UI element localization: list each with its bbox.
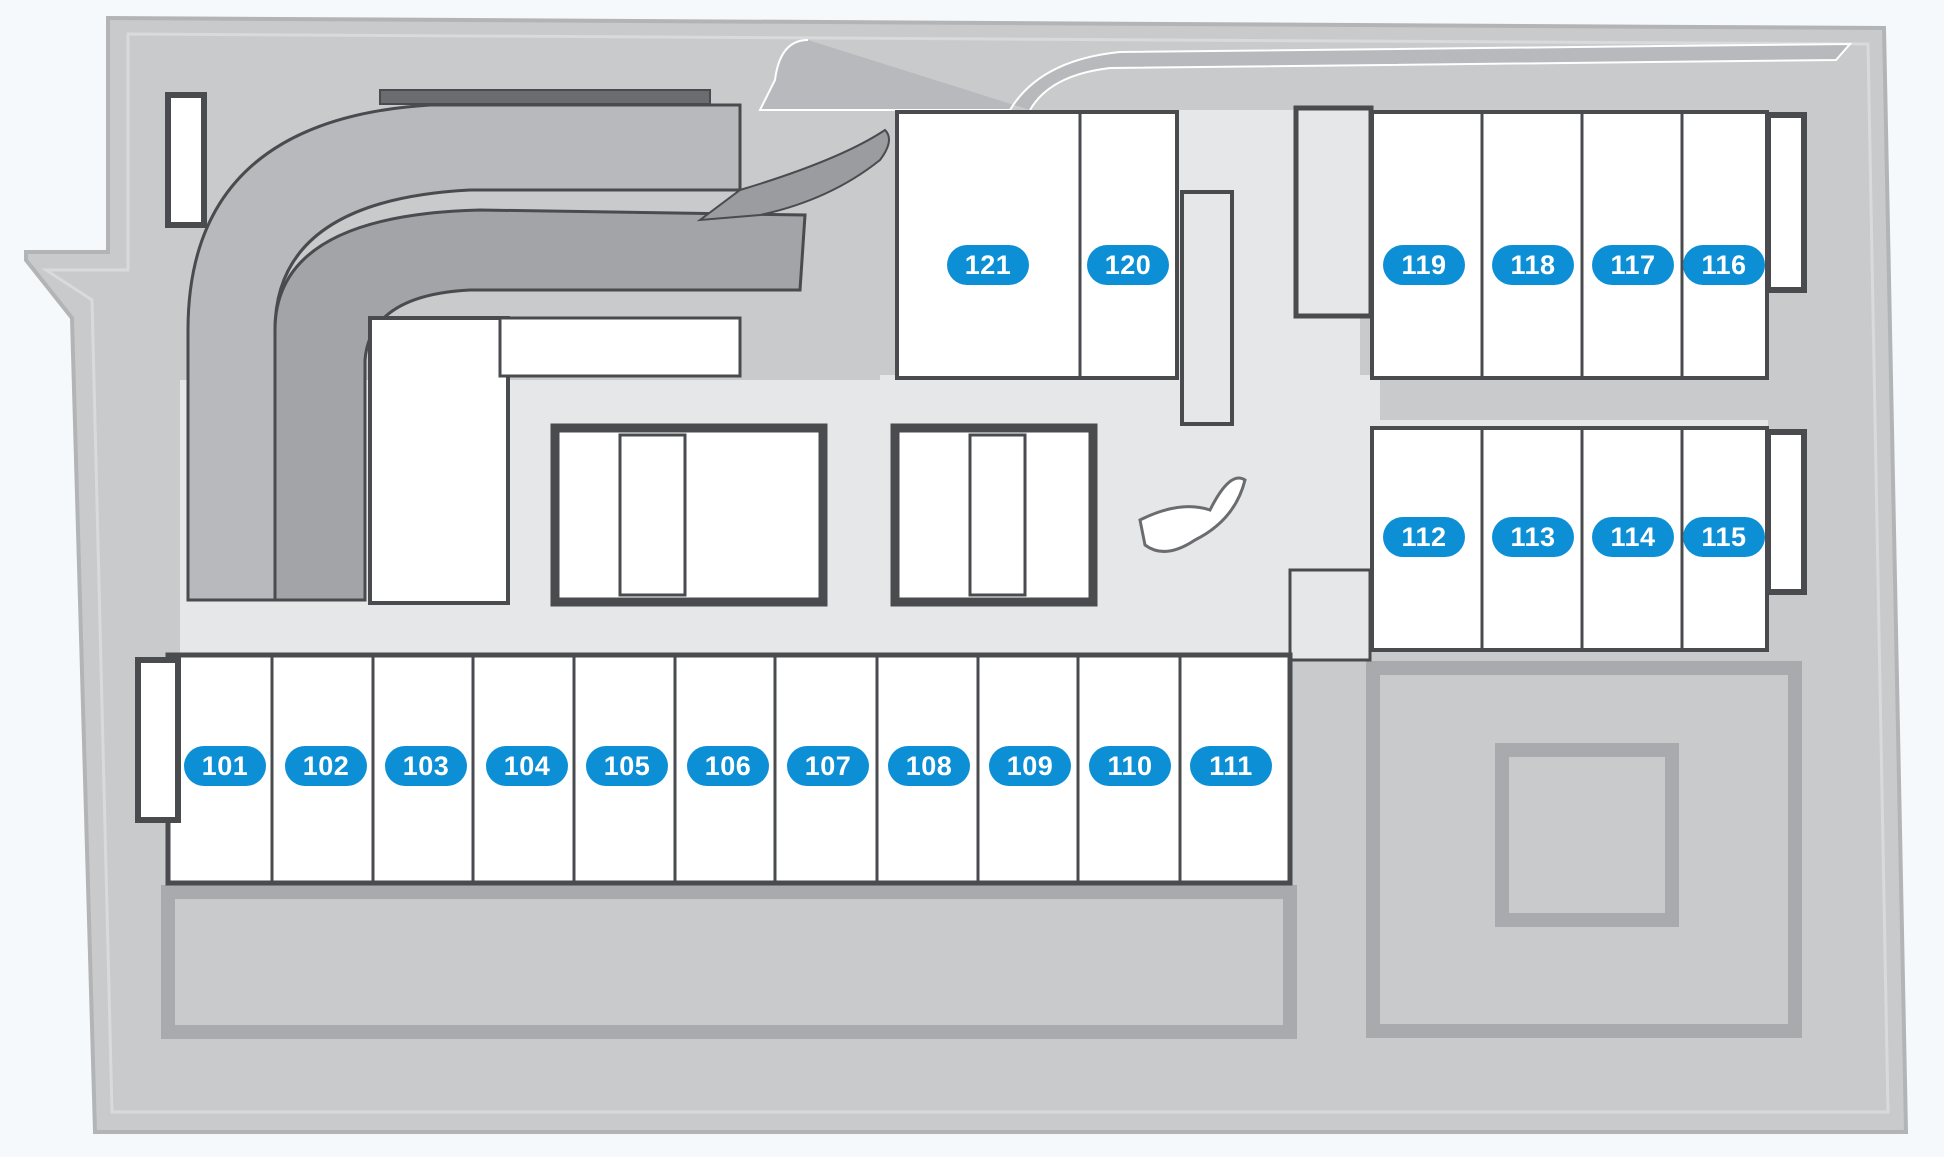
vestibule-east — [1288, 568, 1372, 662]
lounge-bench — [1138, 476, 1247, 553]
unit-101-label[interactable]: 101 — [184, 746, 266, 786]
unit-107-label[interactable]: 107 — [787, 746, 869, 786]
unit-110-label[interactable]: 110 — [1089, 746, 1171, 786]
unit-113-label[interactable]: 113 — [1492, 517, 1574, 557]
unit-109-label[interactable]: 109 — [989, 746, 1071, 786]
site-inner-edge — [40, 32, 1890, 1114]
unit-119-label[interactable]: 119 — [1383, 245, 1465, 285]
unit-120-label[interactable]: 120 — [1087, 245, 1169, 285]
unit-111-label[interactable]: 111 — [1190, 746, 1272, 786]
unit-104-label[interactable]: 104 — [486, 746, 568, 786]
stair-tower-north — [165, 92, 207, 228]
service-rooms — [498, 316, 742, 378]
courtyard-inner — [1495, 743, 1679, 927]
unit-117-label[interactable]: 117 — [1592, 245, 1674, 285]
unit-106-label[interactable]: 106 — [687, 746, 769, 786]
unit-103-label[interactable]: 103 — [385, 746, 467, 786]
unit-121-label[interactable]: 121 — [947, 245, 1029, 285]
escalator — [1180, 190, 1234, 426]
stair-east — [1765, 429, 1807, 595]
unit-108-label[interactable]: 108 — [888, 746, 970, 786]
core-stair-east — [968, 433, 1027, 597]
unit-105-label[interactable]: 105 — [586, 746, 668, 786]
unit-116-label[interactable]: 116 — [1683, 245, 1765, 285]
unit-dividers-south — [270, 655, 1182, 883]
courtyard-outer — [1366, 661, 1802, 1038]
unit-102-label[interactable]: 102 — [285, 746, 367, 786]
unit-118-label[interactable]: 118 — [1492, 245, 1574, 285]
stair-south-west — [135, 657, 181, 823]
ramp-curve-top — [696, 128, 890, 222]
washroom-block — [368, 316, 510, 605]
unit-112-label[interactable]: 112 — [1383, 517, 1465, 557]
driveway — [758, 39, 1853, 111]
ramp-gate — [379, 89, 711, 105]
stair-north-east — [1765, 112, 1807, 293]
stair-north-lobby — [1293, 105, 1374, 319]
unit-115-label[interactable]: 115 — [1683, 517, 1765, 557]
core-elevators-west — [550, 423, 828, 607]
lower-service-area — [161, 885, 1297, 1039]
core-stair-west — [618, 433, 687, 597]
unit-114-label[interactable]: 114 — [1592, 517, 1674, 557]
